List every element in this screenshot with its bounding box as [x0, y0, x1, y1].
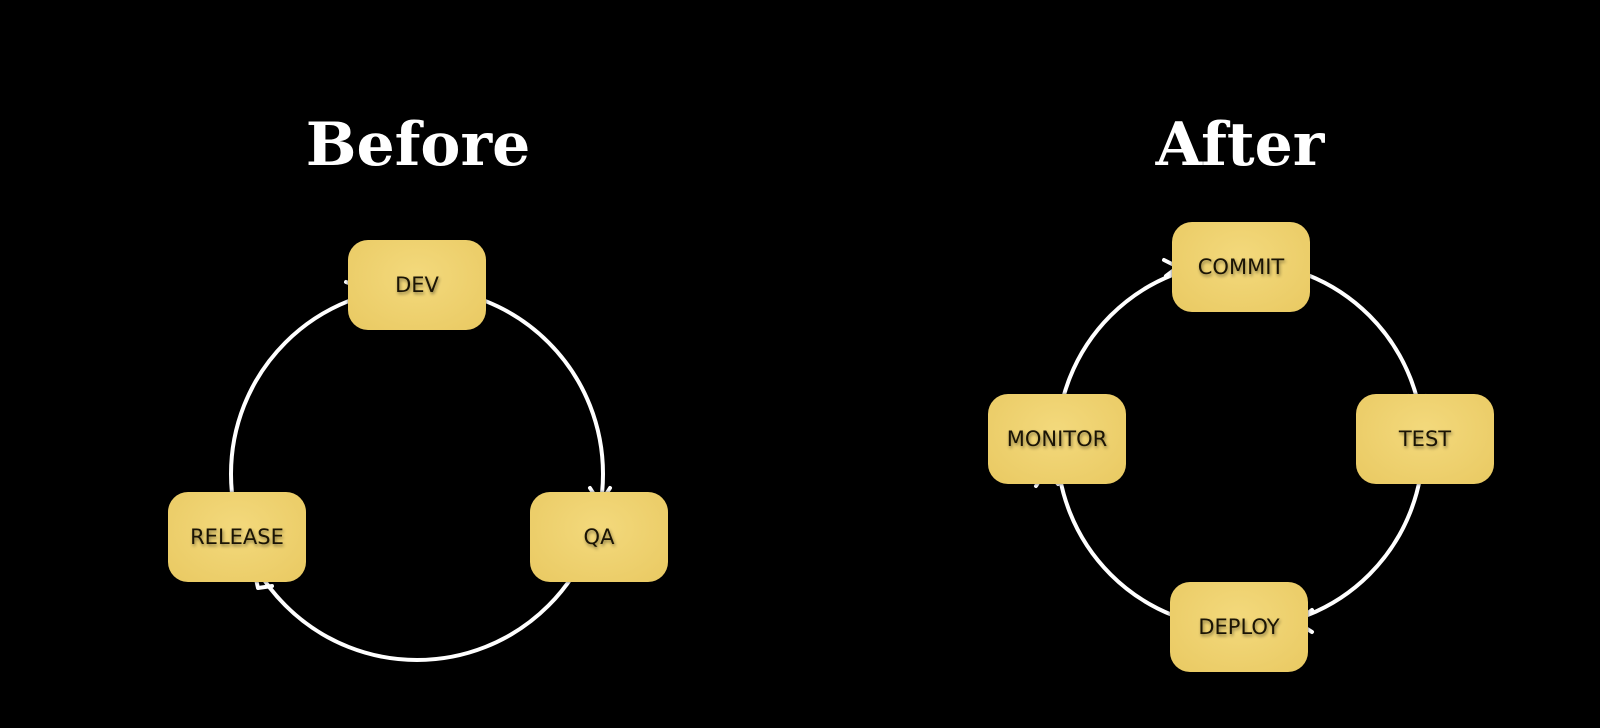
node-deploy: DEPLOY — [1170, 582, 1308, 672]
before-title: Before — [305, 110, 531, 180]
node-test: TEST — [1356, 394, 1494, 484]
node-qa: QA — [530, 492, 668, 582]
after-title: After — [1155, 110, 1325, 180]
node-commit: COMMIT — [1172, 222, 1310, 312]
node-release: RELEASE — [168, 492, 306, 582]
node-monitor: MONITOR — [988, 394, 1126, 484]
before-cycle-arc — [229, 286, 605, 662]
node-dev: DEV — [348, 240, 486, 330]
